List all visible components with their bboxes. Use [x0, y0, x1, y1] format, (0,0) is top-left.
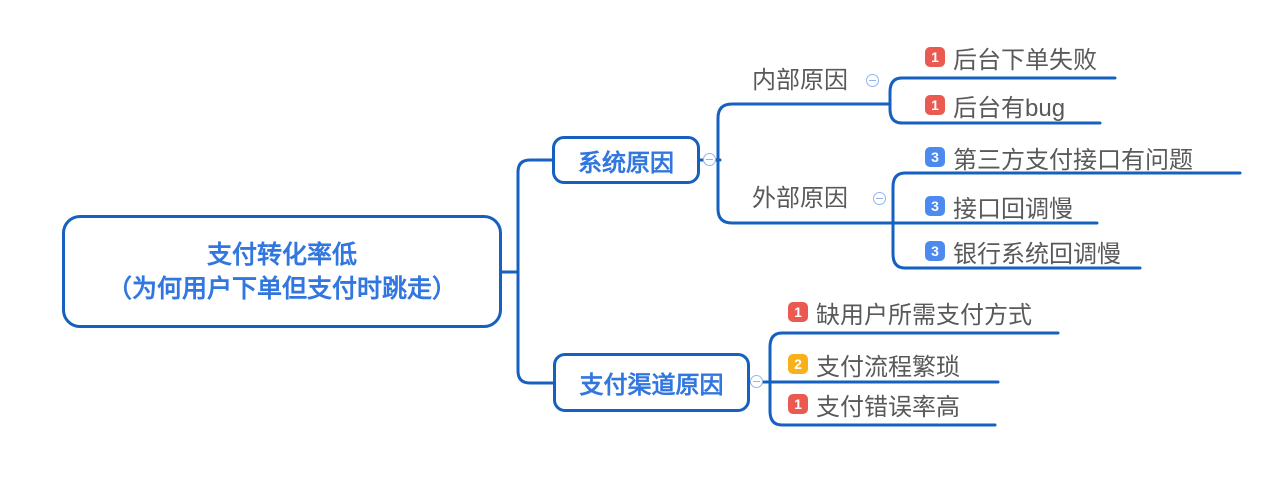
leaf-label: 接口回调慢 — [953, 195, 1073, 223]
leaf-label: 后台下单失败 — [953, 46, 1097, 74]
connector-internal-children-trunk — [888, 76, 1117, 125]
priority-badge: 1 — [925, 95, 945, 115]
leaf-topic[interactable]: 2 支付流程繁琐 — [788, 348, 960, 381]
priority-badge: 1 — [925, 47, 945, 67]
leaf-topic[interactable]: 1 后台有bug — [925, 89, 1066, 122]
collapse-minus-icon[interactable] — [703, 153, 716, 166]
leaf-topic[interactable]: 1 支付错误率高 — [788, 388, 960, 421]
collapse-minus-icon[interactable] — [873, 192, 886, 205]
root-topic-title-line1: 支付转化率低 — [206, 240, 357, 269]
root-topic[interactable]: 支付转化率低 （为何用户下单但支付时跳走） — [62, 215, 502, 328]
connector-main-trunk — [516, 158, 555, 385]
subtopic-internal-reason[interactable]: 内部原因 — [752, 67, 848, 94]
collapse-minus-icon[interactable] — [866, 74, 879, 87]
leaf-label: 第三方支付接口有问题 — [953, 146, 1193, 174]
branch-topic-system[interactable]: 系统原因 — [552, 136, 700, 184]
leaf-label: 支付错误率高 — [816, 393, 960, 421]
leaf-label: 银行系统回调慢 — [953, 240, 1121, 268]
priority-badge: 1 — [788, 302, 808, 322]
branch-topic-system-label: 系统原因 — [578, 149, 674, 177]
leaf-label: 缺用户所需支付方式 — [816, 301, 1032, 329]
leaf-topic[interactable]: 1 后台下单失败 — [925, 41, 1097, 74]
root-topic-title-line2: （为何用户下单但支付时跳走） — [106, 274, 457, 303]
branch-topic-channel[interactable]: 支付渠道原因 — [553, 353, 750, 412]
priority-badge: 3 — [925, 241, 945, 261]
priority-badge: 1 — [788, 394, 808, 414]
branch-topic-channel-label: 支付渠道原因 — [579, 372, 724, 399]
leaf-topic[interactable]: 3 第三方支付接口有问题 — [925, 141, 1193, 174]
leaf-topic[interactable]: 1 缺用户所需支付方式 — [788, 296, 1032, 329]
connector-external-children-trunk — [891, 171, 1242, 270]
priority-badge: 2 — [788, 354, 808, 374]
priority-badge: 3 — [925, 147, 945, 167]
leaf-label: 后台有bug — [953, 94, 1066, 122]
leaf-topic[interactable]: 3 接口回调慢 — [925, 190, 1073, 223]
collapse-minus-icon[interactable] — [750, 375, 763, 388]
priority-badge: 3 — [925, 196, 945, 216]
leaf-label: 支付流程繁琐 — [816, 353, 960, 381]
subtopic-external-reason[interactable]: 外部原因 — [752, 185, 848, 212]
connector-system-children-trunk — [716, 102, 1099, 225]
leaf-topic[interactable]: 3 银行系统回调慢 — [925, 235, 1121, 268]
connector-channel-children-trunk — [768, 331, 1060, 427]
